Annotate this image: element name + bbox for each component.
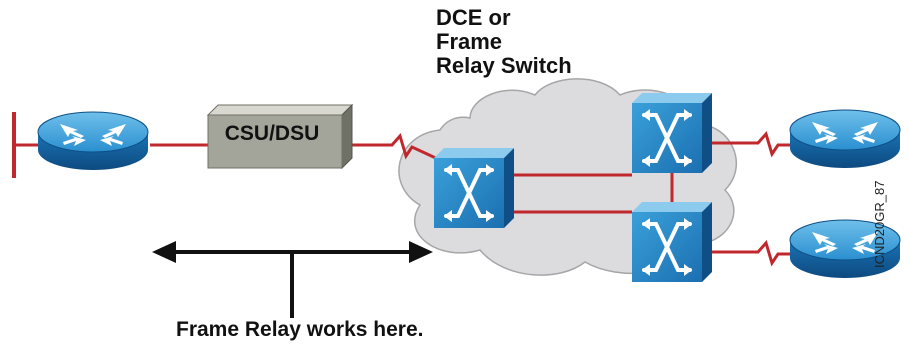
dce-label-line3: Relay Switch (436, 53, 572, 78)
edge-switch-icon (432, 146, 516, 230)
bottom-right-switch-icon (630, 200, 714, 284)
frame-relay-scope-label: Frame Relay works here. (176, 318, 424, 341)
scope-arrow (152, 241, 433, 318)
figure-code: ICND20GR_87 (872, 180, 887, 268)
left-router-icon (37, 111, 149, 171)
dce-label: DCE or Frame Relay Switch (436, 6, 572, 78)
bottom-switch-to-router-link (712, 239, 795, 267)
top-switch-to-router-link (712, 130, 795, 158)
csu-dsu-label: CSU/DSU (224, 122, 320, 145)
dce-label-line1: DCE or (436, 5, 511, 30)
dce-label-line2: Frame (436, 29, 503, 54)
top-right-router-icon (789, 109, 901, 169)
csu-to-switch-link (350, 132, 441, 162)
top-right-switch-icon (630, 91, 714, 175)
csu-dsu-box (206, 103, 354, 170)
